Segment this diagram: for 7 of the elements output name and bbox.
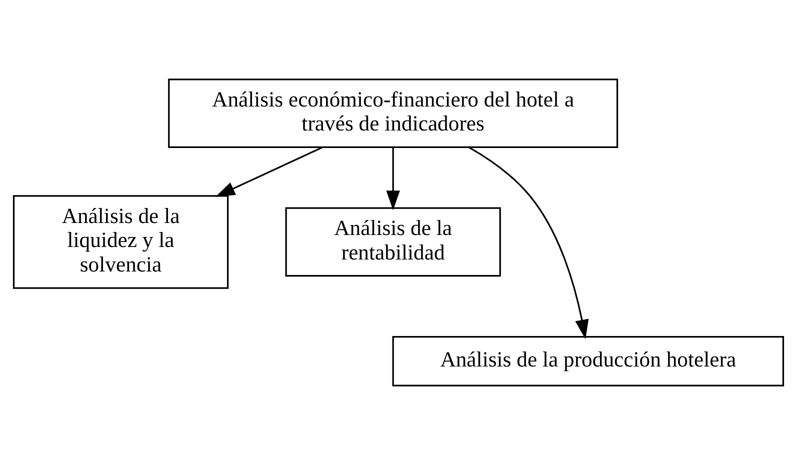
arrow [386, 148, 400, 210]
arrow [468, 146, 589, 340]
arrow [215, 146, 323, 197]
node-box: Análisis de la liquidez y la solvencia [12, 195, 229, 289]
node-box: Análisis económico-financiero del hotel a través de indicadores [168, 78, 618, 148]
node-box: Análisis de la producción hotelera [392, 336, 784, 386]
node-box: Análisis de la rentabilidad [285, 207, 501, 277]
